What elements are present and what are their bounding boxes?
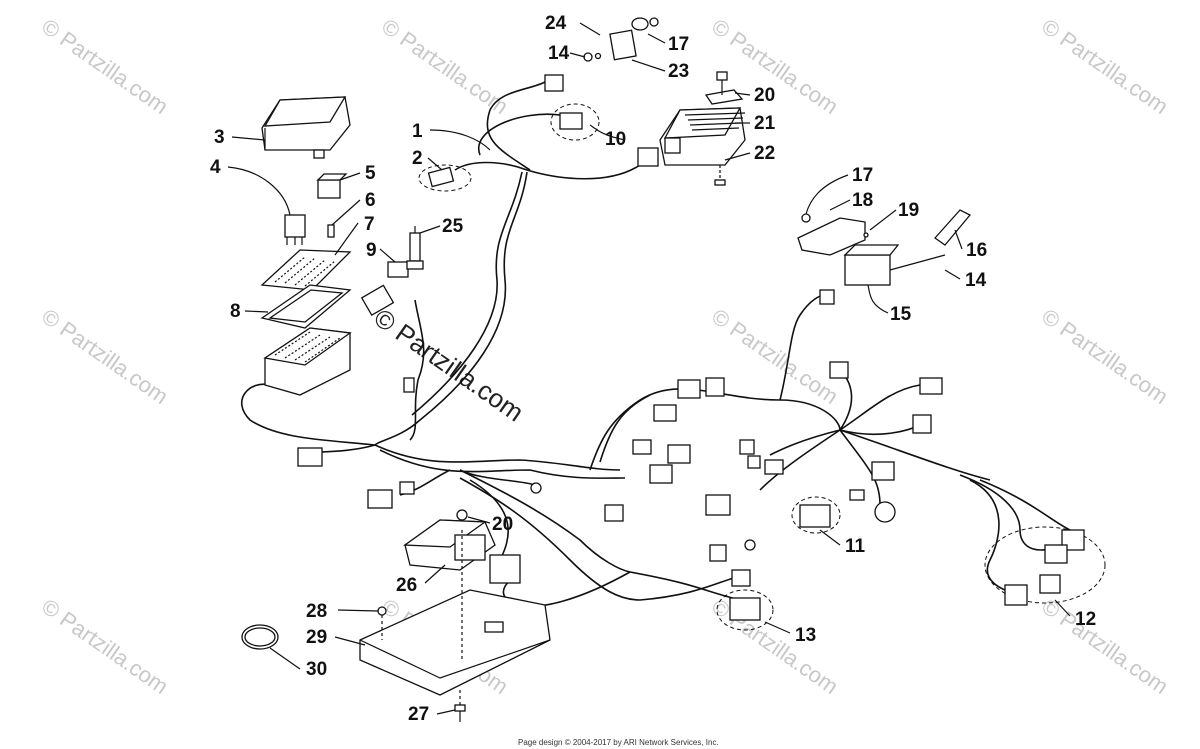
- callout-9: 9: [366, 240, 377, 261]
- watermark: © Partzilla.com: [37, 14, 173, 120]
- relay: [284, 214, 306, 245]
- callout-14-right: 14: [965, 270, 987, 291]
- callout-17-top: 17: [668, 34, 689, 55]
- callout-12: 12: [1075, 609, 1096, 630]
- watermark: © Partzilla.com: [1037, 594, 1173, 700]
- callout-27: 27: [408, 704, 429, 725]
- bracket-23: [583, 17, 659, 62]
- callout-26: 26: [396, 575, 417, 596]
- watermark: © Partzilla.com: [377, 14, 513, 120]
- callout-20-top: 20: [754, 85, 775, 106]
- ring-30: [241, 624, 279, 650]
- watermark: © Partzilla.com: [707, 304, 843, 410]
- callout-22: 22: [754, 143, 775, 164]
- callout-2: 2: [412, 148, 423, 169]
- bolt-20-top: [704, 71, 744, 105]
- callout-29: 29: [306, 627, 327, 648]
- fuse-box-cover: [261, 96, 351, 159]
- fuse-box-base: [263, 327, 352, 396]
- callout-1: 1: [412, 121, 423, 142]
- callout-10: 10: [605, 129, 626, 150]
- voltage-regulator: [659, 107, 746, 166]
- callout-13: 13: [795, 625, 816, 646]
- connector-11: [791, 496, 841, 534]
- gasket: [260, 284, 352, 329]
- callout-8: 8: [230, 301, 241, 322]
- watermark-group: © Partzilla.com © Partzilla.com © Partzi…: [37, 14, 1173, 700]
- mid-connectors: [297, 289, 943, 562]
- callout-21: 21: [754, 113, 776, 134]
- callout-5: 5: [365, 163, 376, 184]
- nut-28: [377, 606, 387, 616]
- callout-3: 3: [214, 127, 225, 148]
- screw-22: [714, 165, 726, 186]
- callout-11: 11: [845, 536, 866, 557]
- mounting-tray: [359, 530, 551, 705]
- fuse: [327, 224, 335, 238]
- callout-14-top: 14: [548, 43, 570, 64]
- callout-7: 7: [364, 214, 375, 235]
- callout-24: 24: [545, 13, 567, 34]
- watermark: © Partzilla.com: [1037, 14, 1173, 120]
- center-watermark: © Partzilla.com: [369, 302, 530, 427]
- callout-19: 19: [898, 200, 919, 221]
- ecm-module: [403, 509, 521, 584]
- connector-2: [418, 164, 472, 192]
- connector-10: [544, 74, 659, 167]
- callout-16: 16: [966, 240, 987, 261]
- screw-27: [454, 704, 466, 722]
- connector-12: [984, 526, 1106, 606]
- callout-20-bottom: 20: [492, 514, 513, 535]
- callout-28: 28: [306, 601, 327, 622]
- connector-9: [360, 261, 409, 317]
- callout-18: 18: [852, 190, 873, 211]
- oxygen-sensor: [403, 226, 424, 393]
- callout-labels: 1 2 3 4 5 6 7 8 9 10 11 12 13 14 14 15 1…: [210, 13, 1096, 725]
- footer-copyright: Page design © 2004-2017 by ARI Network S…: [518, 738, 719, 747]
- ignition-coil: [797, 209, 972, 286]
- callout-15: 15: [890, 304, 912, 325]
- connector-13: [716, 569, 774, 631]
- callout-4: 4: [210, 157, 221, 178]
- callout-6: 6: [365, 190, 376, 211]
- callout-17-right: 17: [852, 165, 873, 186]
- watermark: © Partzilla.com: [37, 594, 173, 700]
- callout-30: 30: [306, 659, 327, 680]
- callout-25: 25: [442, 216, 464, 237]
- fuse-label: [260, 249, 352, 291]
- leader-lines: [227, 22, 1071, 715]
- watermark: © Partzilla.com: [707, 594, 843, 700]
- callout-23: 23: [668, 61, 689, 82]
- watermark: © Partzilla.com: [37, 304, 173, 410]
- watermark: © Partzilla.com: [1037, 304, 1173, 410]
- mini-relay: [316, 173, 348, 199]
